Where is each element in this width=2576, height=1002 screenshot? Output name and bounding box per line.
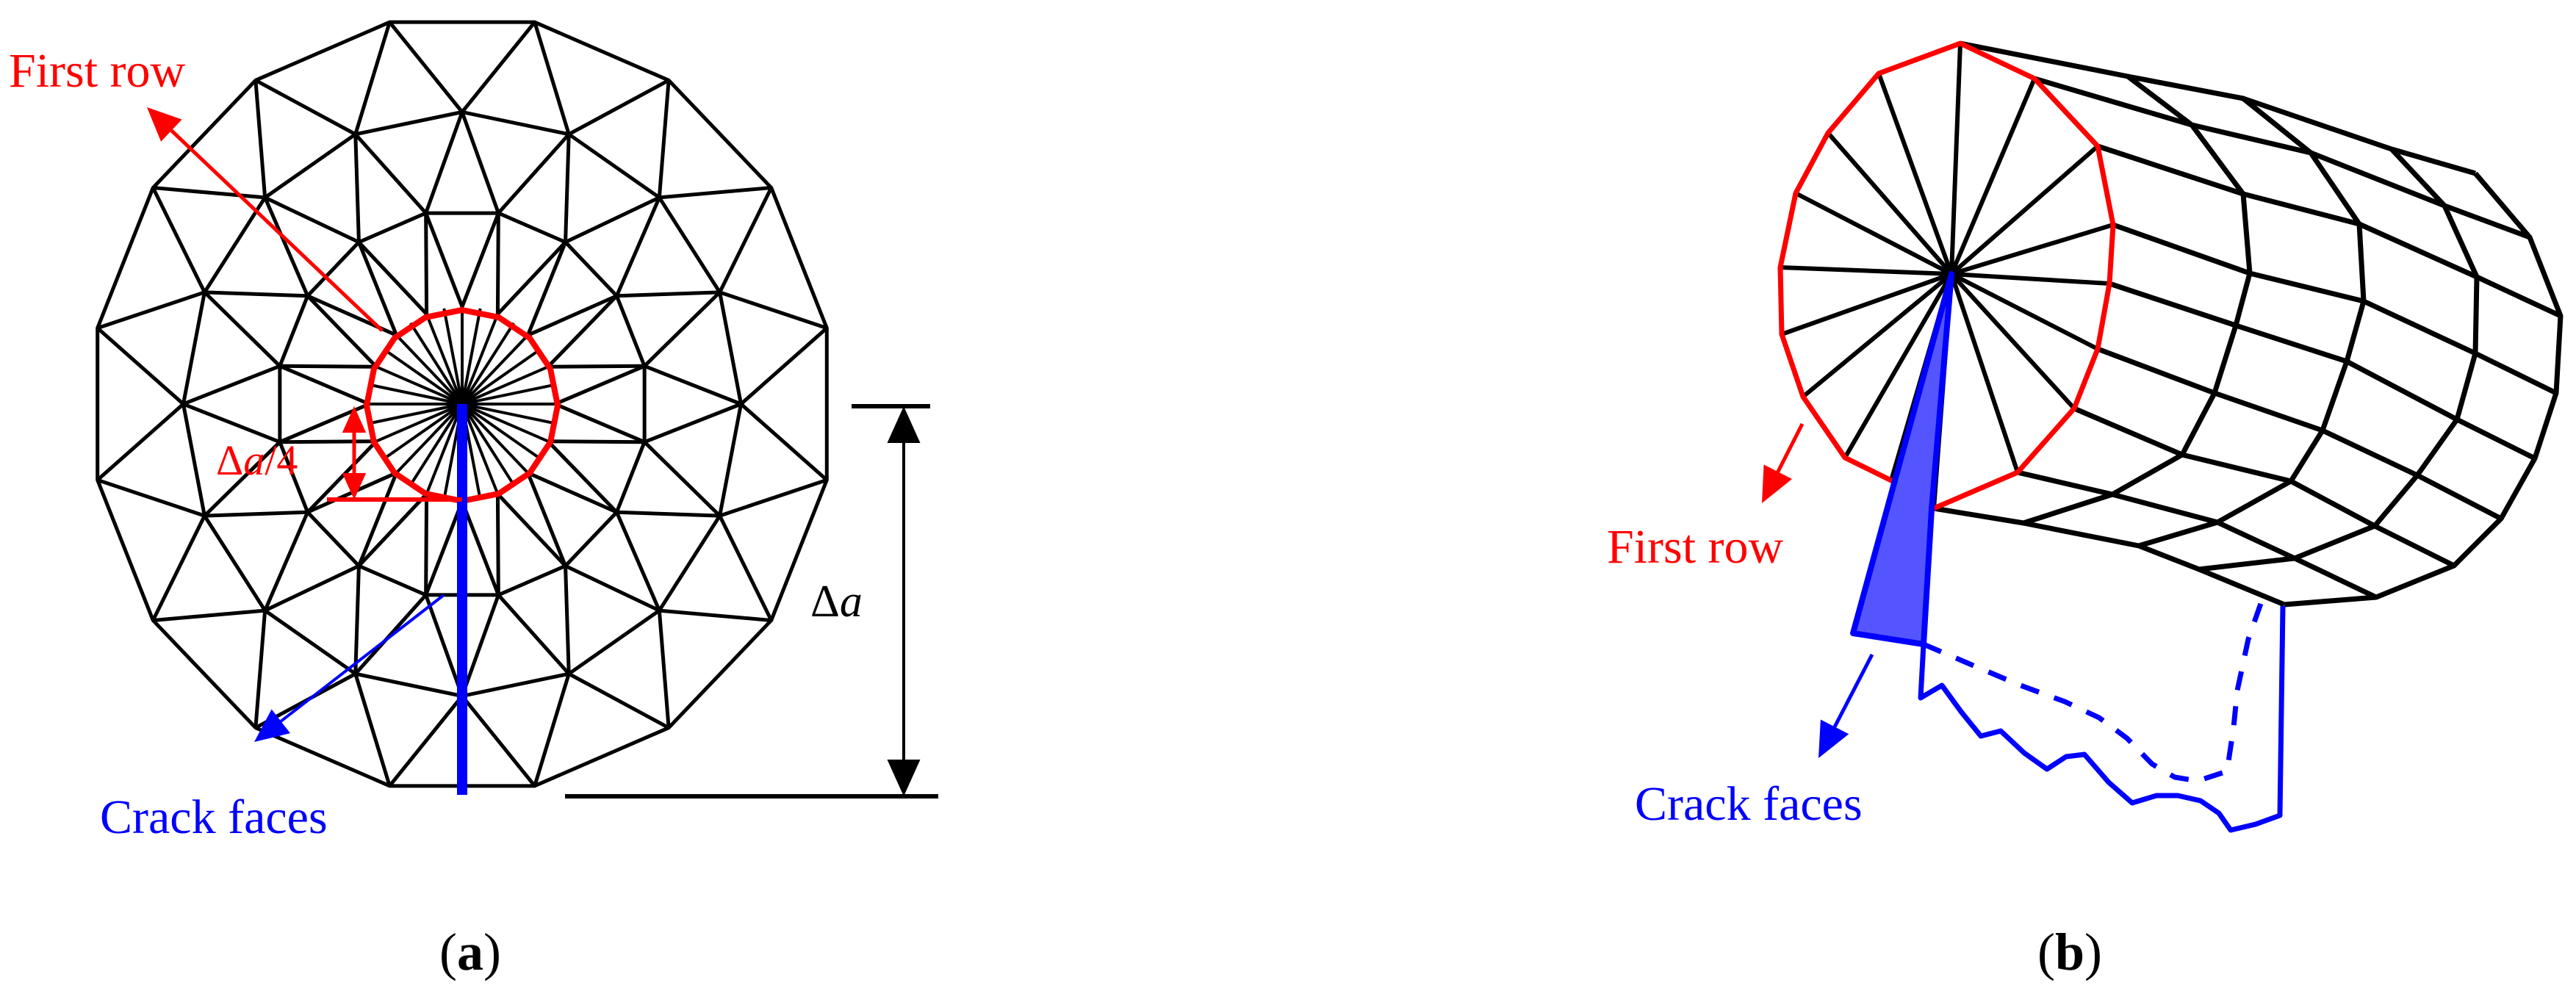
panel-a-2d-mesh [96, 20, 938, 799]
first-row-arrow-icon [1762, 422, 1805, 503]
element-length-dimension [565, 404, 938, 799]
caption-paren-open: ( [439, 923, 457, 981]
panel-a-length-label: Δa [810, 579, 863, 624]
caption-paren-close: ) [483, 923, 501, 981]
crack-wedge [1850, 271, 1954, 647]
quarter-suffix: /4 [265, 436, 298, 484]
panel-a-crack-faces-label: Crack faces [100, 790, 328, 844]
caption-letter: b [2054, 923, 2085, 981]
triangular-mesh [96, 20, 829, 788]
quarter-length-dimension [327, 406, 462, 502]
crack-faces-arrow-icon [254, 594, 445, 742]
crack-front-solid [1918, 605, 2286, 833]
crack-faces-arrow-icon [1818, 653, 1874, 758]
delta-symbol: Δ [810, 577, 840, 627]
crack-front-dashed [1922, 596, 2266, 784]
variable-a: a [243, 436, 265, 484]
caption-paren-open: ( [2037, 923, 2055, 981]
panel-a-quarter-label: Δa/4 [216, 439, 298, 482]
caption-paren-close: ) [2084, 923, 2103, 981]
panel-a-first-row-label: First row [9, 44, 186, 98]
panel-b-caption: (b) [2037, 926, 2102, 978]
caption-letter: a [456, 923, 483, 981]
panel-b-crack-faces-label: Crack faces [1635, 777, 1863, 831]
variable-a: a [839, 577, 863, 627]
delta-symbol: Δ [216, 436, 244, 484]
panel-a-caption: (a) [439, 926, 501, 978]
panel-b-3d-mesh [1762, 40, 2564, 833]
panel-b-first-row-label: First row [1607, 520, 1784, 574]
cylinder-quad-mesh [1933, 40, 2564, 608]
first-row-arrow-icon [147, 107, 384, 332]
